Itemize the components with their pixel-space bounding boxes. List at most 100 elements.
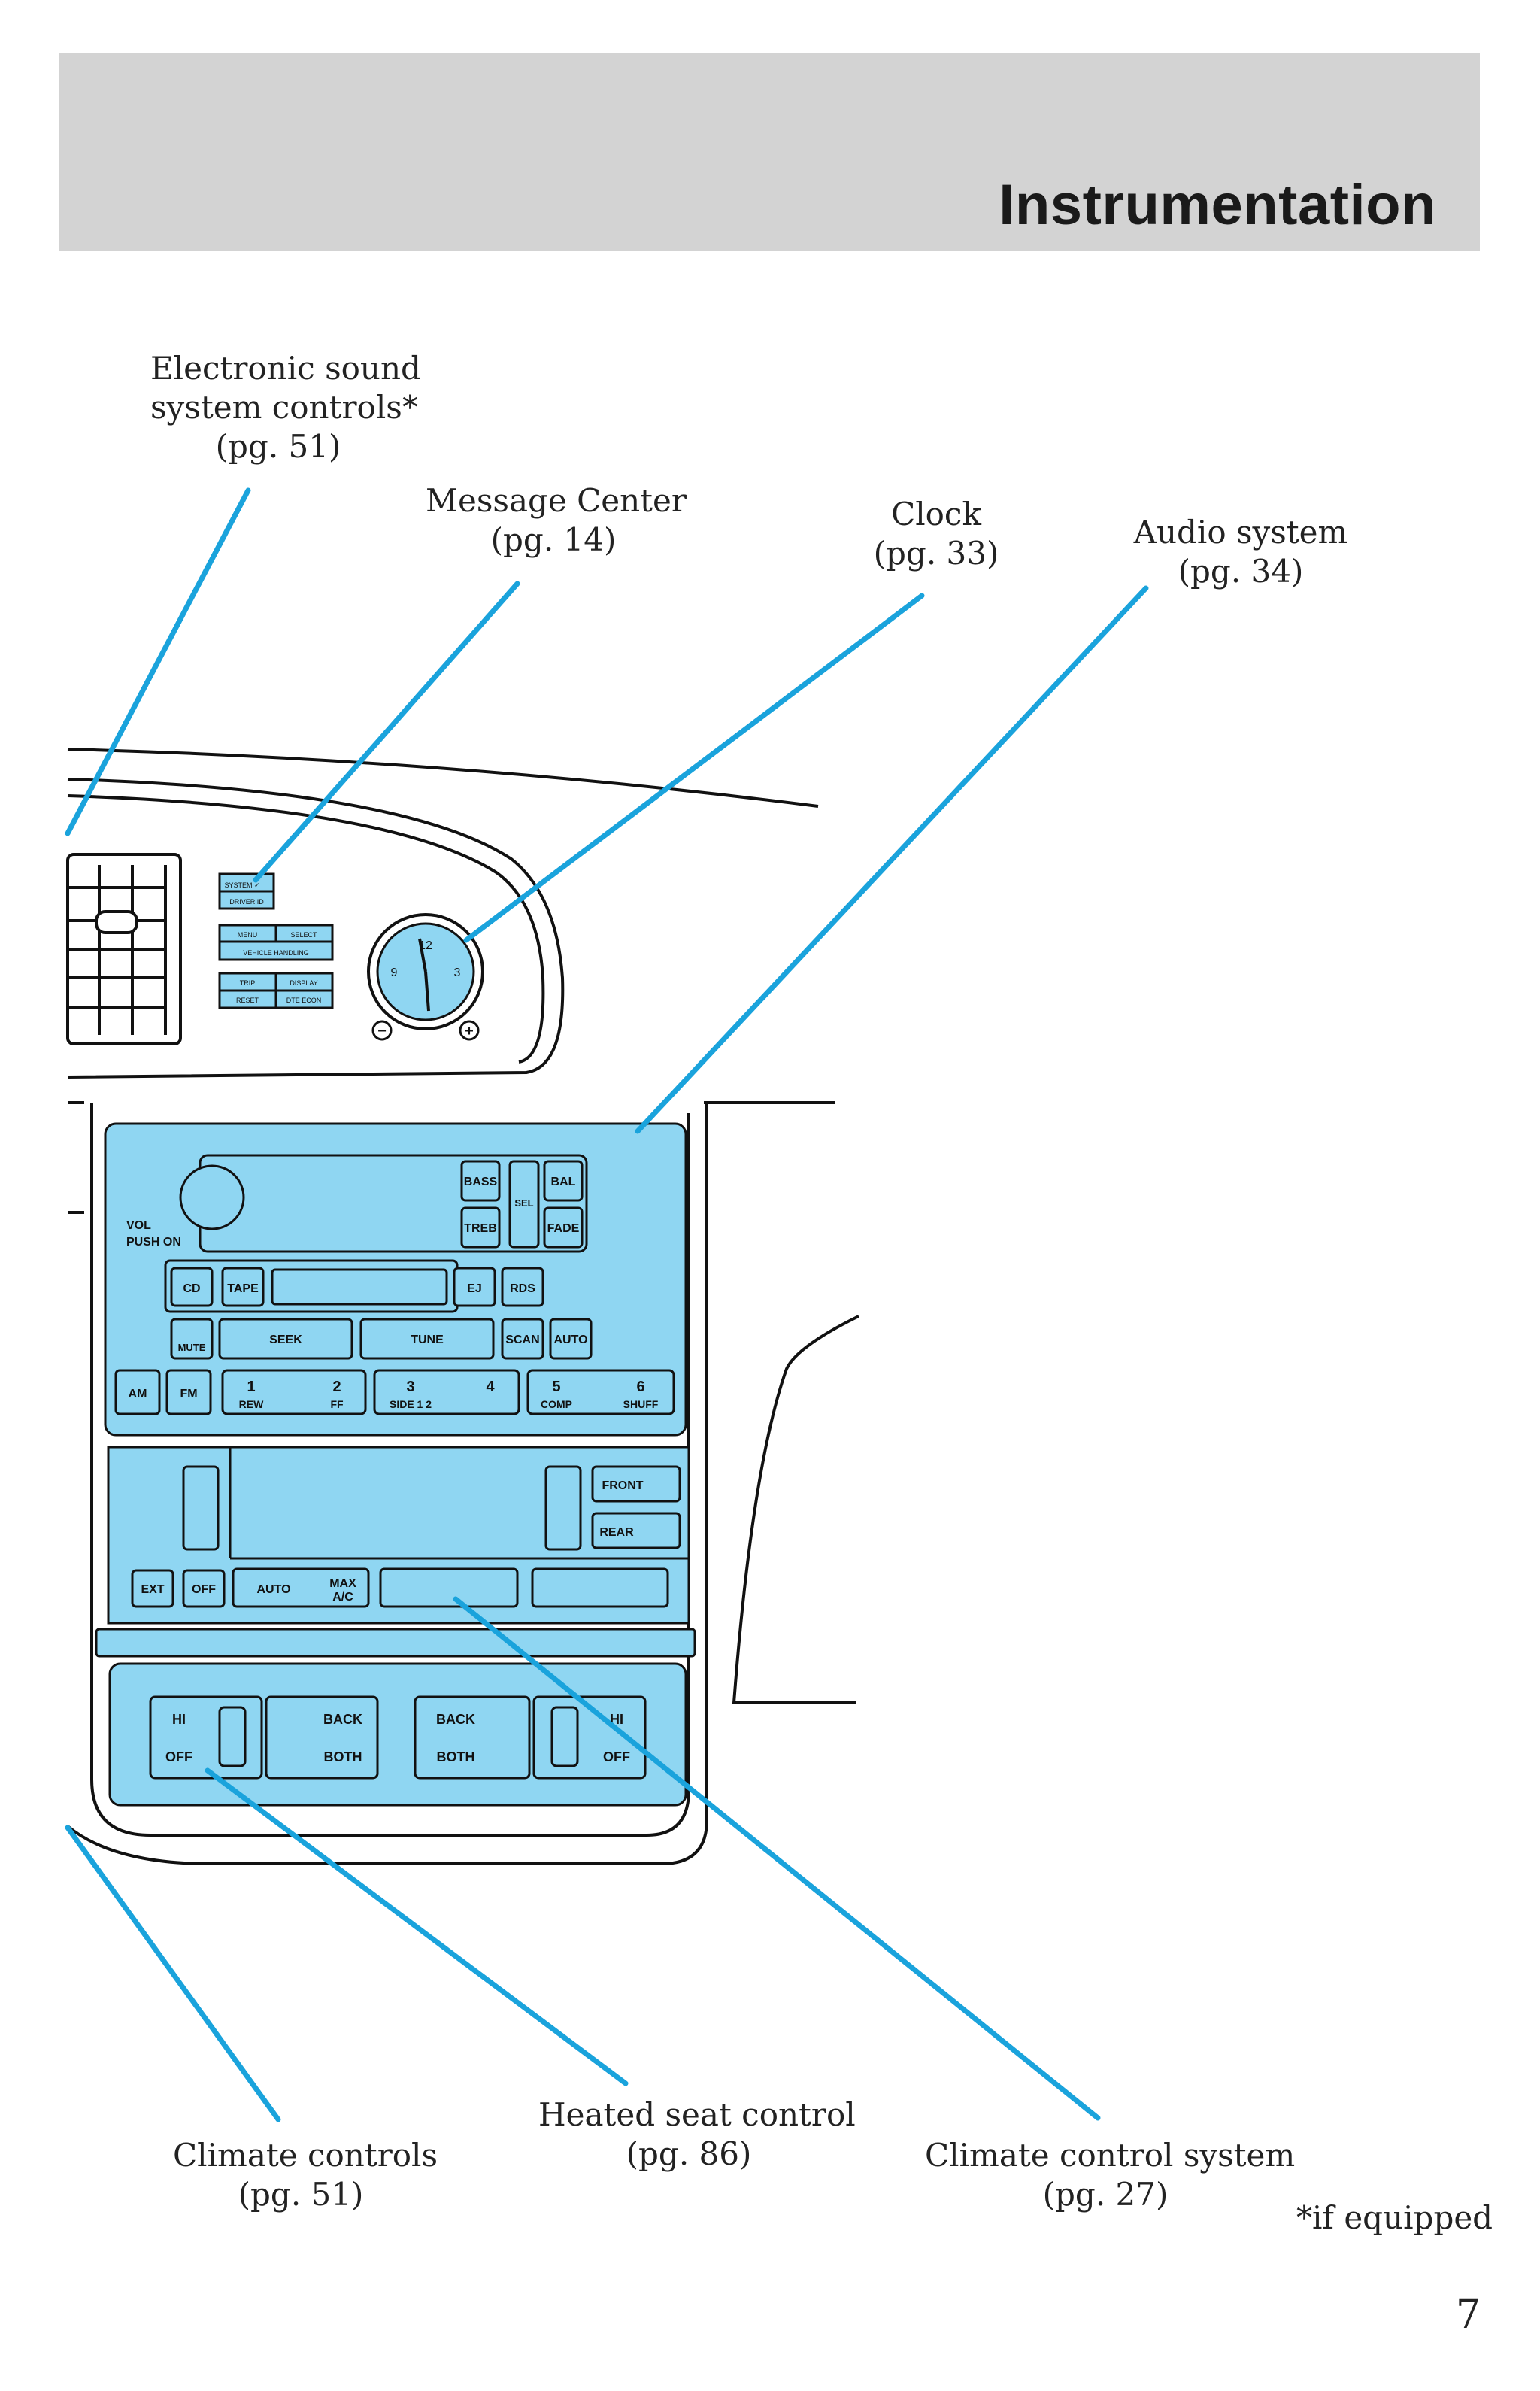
preset-2-label: 2 bbox=[332, 1379, 341, 1395]
callout-line: Audio system bbox=[1133, 514, 1348, 551]
treb-label: TREB bbox=[464, 1222, 497, 1235]
tape-slot bbox=[271, 1268, 448, 1306]
auto-max-ac-button[interactable] bbox=[232, 1567, 370, 1608]
fan-speed-button[interactable] bbox=[182, 1465, 220, 1551]
rear-label: REAR bbox=[599, 1526, 634, 1539]
front-defrost-button[interactable] bbox=[591, 1465, 681, 1503]
callout-audio-system: Audio system (pg. 34) bbox=[1128, 513, 1354, 591]
fade-button[interactable] bbox=[543, 1206, 584, 1249]
ej-label: EJ bbox=[467, 1282, 482, 1295]
cd-label: CD bbox=[183, 1282, 200, 1295]
ext-button[interactable] bbox=[131, 1569, 174, 1608]
mute-button[interactable] bbox=[170, 1318, 214, 1360]
callout-line: Climate controls bbox=[173, 2137, 438, 2174]
callout-line: (pg. 14) bbox=[490, 521, 617, 558]
callout-line: (pg. 51) bbox=[238, 2176, 364, 2213]
preset-5-6-button[interactable] bbox=[526, 1369, 675, 1415]
clock-numeral-9: 9 bbox=[391, 966, 398, 979]
display-label: DISPLAY bbox=[290, 979, 317, 987]
preset-3-4-button[interactable] bbox=[373, 1369, 520, 1415]
climate-auto-label: AUTO bbox=[256, 1583, 290, 1596]
auto-label: AUTO bbox=[553, 1334, 587, 1346]
callout-line: (pg. 34) bbox=[1178, 553, 1304, 590]
bass-button[interactable] bbox=[460, 1160, 501, 1202]
divider-strip bbox=[95, 1628, 696, 1658]
scan-button[interactable] bbox=[501, 1318, 544, 1360]
page-title: Instrumentation bbox=[999, 173, 1436, 237]
callout-line: system controls* bbox=[150, 389, 418, 426]
preset-1-sub: REW bbox=[239, 1398, 264, 1410]
rds-button[interactable] bbox=[501, 1267, 544, 1307]
fm-button[interactable] bbox=[165, 1369, 212, 1415]
air-vent bbox=[66, 853, 182, 1045]
rear-defrost-button[interactable] bbox=[591, 1512, 681, 1549]
dashboard-outline bbox=[66, 748, 859, 1865]
front-label: FRONT bbox=[602, 1479, 643, 1492]
preset-5-label: 5 bbox=[552, 1379, 560, 1395]
callout-line: Climate control system bbox=[925, 2137, 1296, 2174]
am-label: AM bbox=[129, 1388, 147, 1400]
callout-line: Message Center bbox=[426, 482, 687, 519]
airflow-modes-left-button[interactable] bbox=[379, 1567, 519, 1608]
dte-econ-label: DTE ECON bbox=[286, 997, 322, 1004]
message-center-controls bbox=[218, 872, 334, 1009]
bal-button[interactable] bbox=[543, 1160, 584, 1202]
mute-label: MUTE bbox=[178, 1342, 206, 1353]
callout-line: Heated seat control bbox=[538, 2096, 856, 2133]
callout-electronic-sound: Electronic sound system controls* (pg. 5… bbox=[150, 349, 421, 466]
temperature-button[interactable] bbox=[544, 1465, 582, 1551]
sel-label: SEL bbox=[514, 1197, 533, 1209]
preset-6-label: 6 bbox=[636, 1379, 644, 1395]
climate-off-label: OFF bbox=[192, 1583, 216, 1596]
eject-button[interactable] bbox=[453, 1267, 496, 1307]
preset-6-sub: SHUFF bbox=[623, 1398, 659, 1410]
right-seat-back-both-button[interactable] bbox=[414, 1695, 531, 1780]
select-label: SELECT bbox=[290, 931, 317, 939]
fm-label: FM bbox=[180, 1388, 197, 1400]
bass-label: BASS bbox=[464, 1176, 498, 1188]
page-number: 7 bbox=[1456, 2292, 1481, 2338]
tune-button[interactable] bbox=[359, 1318, 495, 1360]
tape-button[interactable] bbox=[221, 1267, 265, 1307]
preset-1-2-button[interactable] bbox=[221, 1369, 367, 1415]
clock-plus-button[interactable]: + bbox=[465, 1023, 474, 1039]
clock-minus-button[interactable]: − bbox=[377, 1023, 387, 1039]
preset-2-sub: FF bbox=[330, 1398, 344, 1410]
preset-4-label: 4 bbox=[486, 1379, 495, 1395]
audio-panel bbox=[104, 1122, 687, 1437]
cd-button[interactable] bbox=[170, 1267, 214, 1307]
callout-line: (pg. 27) bbox=[1042, 2176, 1169, 2213]
reset-label: RESET bbox=[236, 997, 259, 1004]
callout-line: Electronic sound bbox=[150, 350, 421, 387]
clock-numeral-3: 3 bbox=[454, 966, 461, 979]
callout-line: (pg. 86) bbox=[626, 2135, 752, 2172]
callout-clock: Clock (pg. 33) bbox=[857, 495, 1015, 573]
airflow-modes-right-button[interactable] bbox=[531, 1567, 669, 1608]
callout-climate-system: Climate control system (pg. 27) bbox=[925, 2136, 1296, 2214]
callout-line: (pg. 33) bbox=[873, 535, 999, 572]
preset-1-label: 1 bbox=[247, 1379, 255, 1395]
am-button[interactable] bbox=[114, 1369, 161, 1415]
treb-button[interactable] bbox=[460, 1206, 501, 1249]
ac-label: A/C bbox=[332, 1591, 353, 1604]
vehicle-handling-label: VEHICLE HANDLING bbox=[243, 949, 309, 957]
callout-heated-seat: Heated seat control (pg. 86) bbox=[538, 2095, 856, 2174]
system-label: SYSTEM ✓ bbox=[224, 881, 259, 889]
clock-numeral-12: 12 bbox=[419, 939, 432, 952]
climate-off-button[interactable] bbox=[182, 1569, 226, 1608]
callout-line: Clock bbox=[891, 496, 981, 533]
auto-button[interactable] bbox=[549, 1318, 593, 1360]
tune-label: TUNE bbox=[411, 1334, 444, 1346]
left-seat-back-both-button[interactable] bbox=[265, 1695, 379, 1780]
heated-seat-panel bbox=[108, 1662, 687, 1807]
seek-button[interactable] bbox=[218, 1318, 353, 1360]
sel-button[interactable] bbox=[508, 1160, 540, 1249]
scan-label: SCAN bbox=[505, 1334, 539, 1346]
left-back-label: BACK bbox=[323, 1712, 362, 1727]
menu-label: MENU bbox=[238, 931, 258, 939]
callout-climate-controls: Climate controls (pg. 51) bbox=[173, 2136, 438, 2214]
preset-3-sub: SIDE 1 2 bbox=[390, 1398, 432, 1410]
volume-knob[interactable] bbox=[179, 1164, 245, 1230]
analog-clock bbox=[367, 913, 484, 1041]
fade-label: FADE bbox=[547, 1222, 580, 1235]
